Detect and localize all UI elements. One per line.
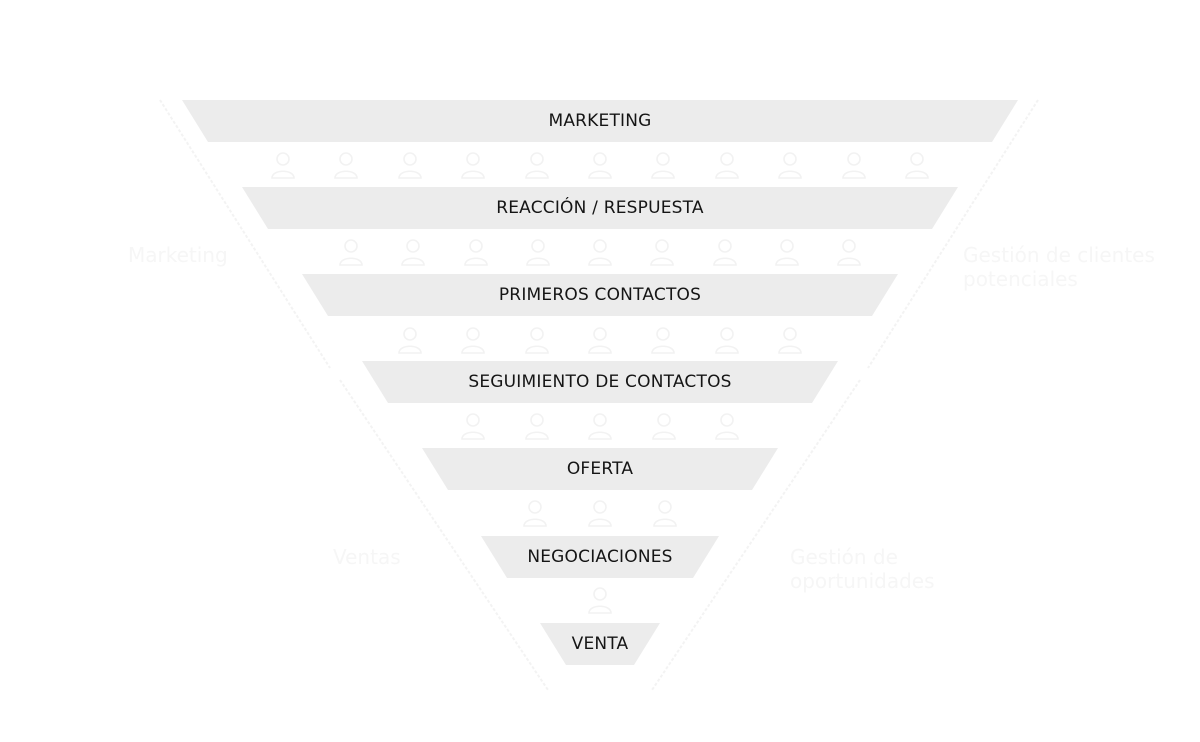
person-icon (715, 413, 739, 440)
stage-reaction-response: REACCIÓN / RESPUESTA (242, 187, 958, 229)
stage-label: OFERTA (566, 459, 634, 479)
person-icon (841, 152, 866, 179)
person-icon (837, 239, 861, 266)
person-icon (714, 152, 739, 179)
person-icon (774, 239, 799, 266)
stage-label: VENTA (571, 634, 629, 654)
stage-marketing: MARKETING (182, 100, 1018, 142)
bracket-left-top (159, 99, 331, 369)
person-icon (588, 239, 612, 266)
person-icon (651, 152, 676, 179)
person-icon (524, 152, 549, 179)
person-icon (650, 239, 675, 266)
person-icon (339, 239, 363, 266)
person-icon (653, 500, 677, 527)
people-row (587, 585, 613, 615)
person-icon (778, 152, 802, 179)
person-icon (588, 327, 612, 354)
stage-label: NEGOCIACIONES (527, 547, 673, 567)
person-icon (461, 327, 486, 354)
people-row (338, 237, 862, 267)
side-label-opportunity-management: Gestión de oportunidades (790, 545, 935, 593)
person-icon (398, 327, 422, 354)
person-icon (651, 327, 676, 354)
stage-first-contacts: PRIMEROS CONTACTOS (302, 274, 898, 316)
people-row (460, 411, 740, 441)
person-icon (523, 500, 547, 527)
person-icon (401, 239, 426, 266)
person-icon (588, 152, 612, 179)
person-icon (461, 413, 485, 440)
person-icon (461, 152, 485, 179)
bracket-right-bottom (651, 379, 861, 691)
person-icon (651, 413, 676, 440)
person-icon (588, 587, 612, 614)
stage-label: REACCIÓN / RESPUESTA (496, 198, 704, 218)
side-label-lead-management: Gestión de clientes potenciales (963, 243, 1155, 291)
stage-negotiations: NEGOCIACIONES (481, 536, 719, 578)
person-icon (525, 239, 550, 266)
stage-label: SEGUIMIENTO DE CONTACTOS (468, 372, 732, 392)
people-row (270, 150, 930, 180)
bracket-right-top (867, 99, 1039, 369)
person-icon (714, 327, 739, 354)
person-icon (334, 152, 359, 179)
person-icon (271, 152, 295, 179)
stage-contact-followup: SEGUIMIENTO DE CONTACTOS (362, 361, 838, 403)
person-icon (588, 413, 612, 440)
person-icon (778, 327, 802, 354)
stage-label: PRIMEROS CONTACTOS (498, 285, 702, 305)
people-row (522, 498, 678, 528)
person-icon (712, 239, 737, 266)
person-icon (463, 239, 488, 266)
person-icon (524, 327, 549, 354)
side-label-sales: Ventas (333, 545, 401, 569)
people-row (397, 325, 803, 355)
person-icon (588, 500, 612, 527)
bracket-left-bottom (339, 379, 549, 691)
person-icon (524, 413, 549, 440)
side-label-marketing: Marketing (128, 243, 228, 267)
stage-offer: OFERTA (422, 448, 778, 490)
person-icon (397, 152, 422, 179)
person-icon (905, 152, 929, 179)
stage-label: MARKETING (548, 111, 652, 131)
